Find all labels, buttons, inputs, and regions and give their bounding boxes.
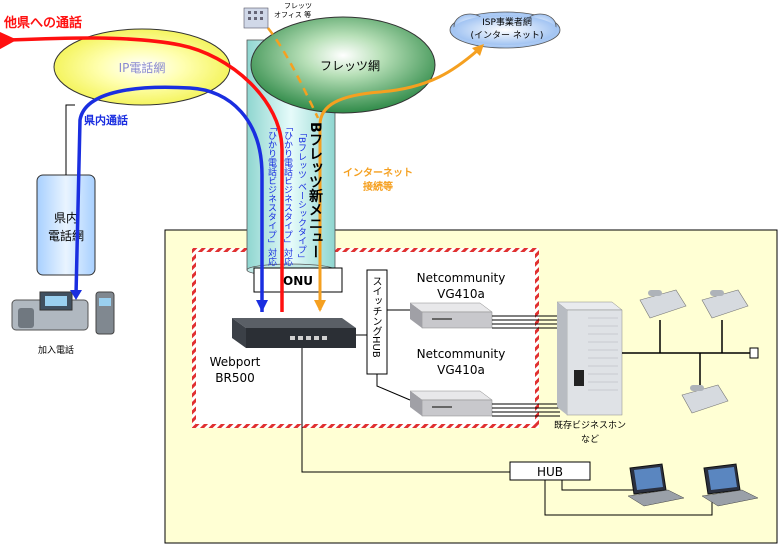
menu-col1-vertical: 「Bフレッツ ベーシックタイプ」 bbox=[296, 128, 306, 264]
blue-arrow-down bbox=[70, 290, 82, 300]
vg1-label-l1: Netcommunity bbox=[417, 271, 506, 285]
flets-office-l1: フレッツ bbox=[284, 2, 312, 10]
ip-to-kennai-line bbox=[65, 104, 75, 175]
vg410a-device-2 bbox=[409, 390, 493, 417]
vg2-label-l2: VG410a bbox=[437, 363, 485, 377]
kennai-network-box bbox=[36, 174, 96, 276]
menu-col3-vertical: 「ひかり電話ビジネスタイプ」対応 bbox=[266, 122, 276, 266]
in-pref-call-label: 県内通話 bbox=[84, 113, 128, 127]
hub-box bbox=[509, 461, 591, 481]
other-pref-call-label: 他県への通話 bbox=[3, 15, 82, 31]
orange-arrow-down bbox=[314, 300, 326, 312]
webport-label-l2: BR500 bbox=[215, 371, 254, 385]
business-phone-pbx-icon bbox=[556, 301, 623, 416]
laptop-icon-1 bbox=[627, 463, 685, 507]
office-orange-dashed-line bbox=[267, 27, 320, 119]
kennai-label-l1: 県内 bbox=[54, 211, 78, 225]
blue-arrow-down-2 bbox=[256, 300, 268, 312]
isp-label-l1: ISP事業者網 bbox=[482, 16, 532, 28]
subscriber-phone-icon bbox=[11, 291, 115, 335]
business-phone-icon-3 bbox=[681, 384, 729, 414]
hub-to-pc1-line bbox=[561, 480, 640, 491]
vg2-label-l1: Netcommunity bbox=[417, 347, 506, 361]
hub-to-pc2-line bbox=[544, 480, 713, 516]
flets-office-l2: オフィス 等 bbox=[274, 10, 311, 19]
line-end-terminal bbox=[749, 347, 759, 359]
hub-to-vg2-line bbox=[376, 374, 411, 401]
isp-label-l2: (インター ネット) bbox=[471, 30, 544, 41]
flets-network-ellipse bbox=[250, 16, 436, 114]
kennai-label-l2: 電話網 bbox=[48, 228, 84, 243]
pbx-label-l1: 既存ビジネスホン bbox=[554, 419, 626, 431]
vg410a-device-1 bbox=[409, 302, 493, 329]
flets-network-label: フレッツ網 bbox=[320, 59, 380, 73]
menu-title-vertical: Bフレッツ新メニュー bbox=[307, 122, 323, 259]
other-pref-call-red-line bbox=[0, 23, 284, 312]
webport-router-icon bbox=[232, 318, 356, 348]
internet-orange-line bbox=[318, 48, 479, 310]
laptop-icon-2 bbox=[701, 463, 759, 507]
vg-to-pbx-lines bbox=[492, 315, 560, 417]
isp-cloud bbox=[449, 11, 561, 49]
internet-connection-l1: インターネット bbox=[343, 167, 413, 179]
flets-office-label: フレッツ オフィス 等 bbox=[274, 2, 314, 19]
menu-col2-vertical: 「ひかり電話ビジネスタイプ」対応 bbox=[282, 122, 292, 266]
webport-label-l1: Webport bbox=[210, 355, 261, 369]
business-phone-icon-1 bbox=[639, 289, 687, 319]
onu-label: ONU bbox=[283, 274, 313, 288]
office-building-icon bbox=[243, 7, 269, 29]
switching-hub-label: スイッチングHUB bbox=[370, 276, 381, 358]
vg1-label-l2: VG410a bbox=[437, 287, 485, 301]
business-phone-icon-2 bbox=[701, 289, 749, 319]
pbx-label-l2: など bbox=[581, 434, 599, 445]
internet-connection-l2: 接続等 bbox=[363, 180, 393, 193]
onu-box bbox=[253, 267, 343, 293]
ip-network-label: IP電話網 bbox=[119, 60, 166, 75]
hub-label: HUB bbox=[537, 465, 563, 479]
router-to-hub-lan-line bbox=[301, 348, 510, 473]
subscriber-phone-label: 加入電話 bbox=[38, 344, 74, 356]
orange-arrow-up bbox=[472, 44, 484, 56]
in-pref-call-blue-line bbox=[74, 85, 264, 312]
